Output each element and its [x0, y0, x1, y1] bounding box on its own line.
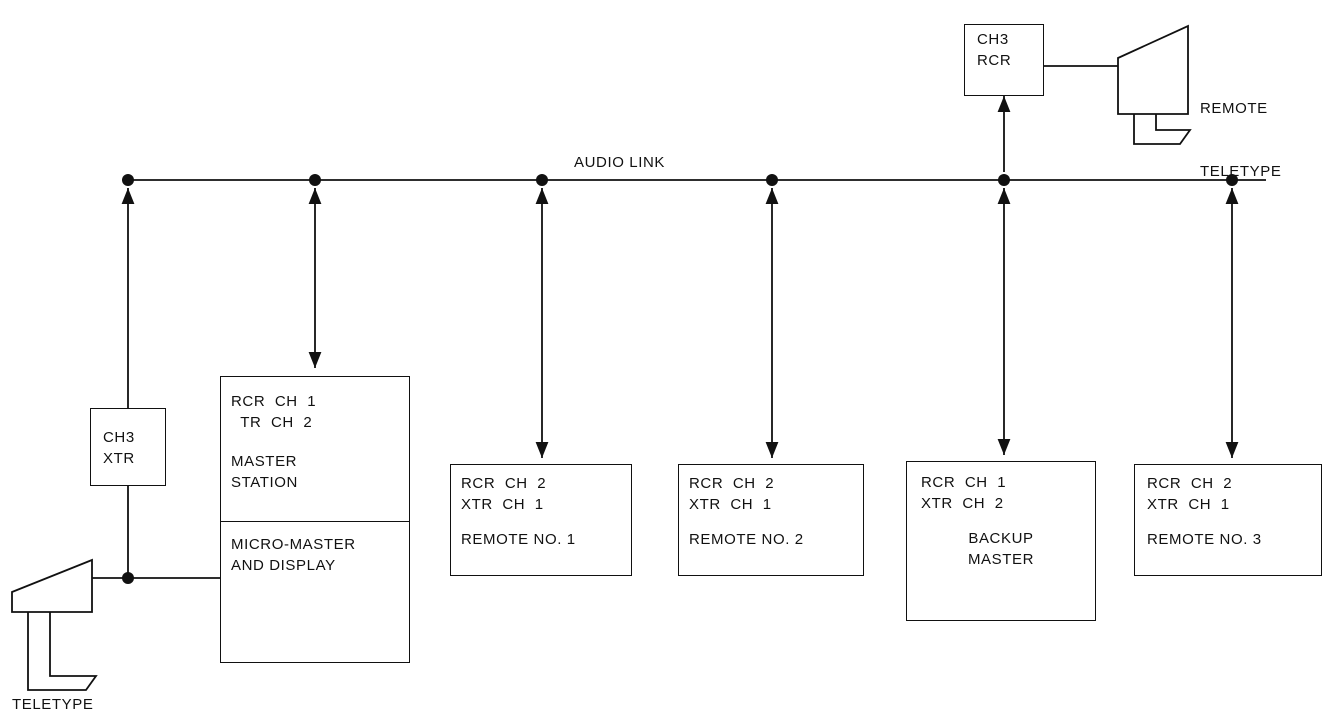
- remote-1-box: RCR CH 2 XTR CH 1 REMOTE NO. 1: [450, 464, 632, 576]
- backup-name2: MASTER: [921, 549, 1095, 570]
- junction-dot: [309, 174, 321, 186]
- audio-link-label: AUDIO LINK: [574, 152, 665, 173]
- remote-3-box: RCR CH 2 XTR CH 1 REMOTE NO. 3: [1134, 464, 1322, 576]
- remote-3-name: REMOTE NO. 3: [1147, 529, 1321, 550]
- backup-name1: BACKUP: [921, 528, 1095, 549]
- micro-master-line1: MICRO-MASTER: [231, 534, 409, 555]
- ch3-xtr-line2: XTR: [103, 448, 165, 469]
- backup-rcr: RCR CH 1: [921, 472, 1095, 493]
- backup-xtr: XTR CH 2: [921, 493, 1095, 514]
- remote-teletype-line2: TELETYPE: [1200, 161, 1282, 182]
- teletype-icon: [12, 560, 96, 690]
- master-station-box: RCR CH 1 TR CH 2 MASTER STATION: [220, 376, 410, 522]
- remote-2-box: RCR CH 2 XTR CH 1 REMOTE NO. 2: [678, 464, 864, 576]
- micro-master-line2: AND DISPLAY: [231, 555, 409, 576]
- remote-1-name: REMOTE NO. 1: [461, 529, 631, 550]
- master-rcr-line: RCR CH 1: [231, 391, 409, 412]
- remote-2-rcr: RCR CH 2: [689, 473, 863, 494]
- micro-master-box: MICRO-MASTER AND DISPLAY: [220, 521, 410, 663]
- master-station-name1: MASTER: [231, 451, 409, 472]
- master-tr-line: TR CH 2: [231, 412, 409, 433]
- remote-1-rcr: RCR CH 2: [461, 473, 631, 494]
- junction-dot: [122, 572, 134, 584]
- remote-2-name: REMOTE NO. 2: [689, 529, 863, 550]
- remote-teletype-icon: [1118, 26, 1190, 144]
- ch3-rcr-box: CH3 RCR: [964, 24, 1044, 96]
- backup-master-box: RCR CH 1 XTR CH 2 BACKUP MASTER: [906, 461, 1096, 621]
- remote-3-xtr: XTR CH 1: [1147, 494, 1321, 515]
- remote-2-xtr: XTR CH 1: [689, 494, 863, 515]
- junction-dot: [536, 174, 548, 186]
- remote-3-rcr: RCR CH 2: [1147, 473, 1321, 494]
- remote-teletype-line1: REMOTE: [1200, 98, 1282, 119]
- master-station-name2: STATION: [231, 472, 409, 493]
- junction-dot: [766, 174, 778, 186]
- junction-dot: [998, 174, 1010, 186]
- ch3-xtr-line1: CH3: [103, 427, 165, 448]
- ch3-rcr-line1: CH3: [977, 29, 1043, 50]
- ch3-rcr-line2: RCR: [977, 50, 1043, 71]
- junction-dot: [122, 174, 134, 186]
- remote-1-xtr: XTR CH 1: [461, 494, 631, 515]
- ch3-xtr-box: CH3 XTR: [90, 408, 166, 486]
- teletype-label: TELETYPE: [12, 694, 94, 715]
- remote-teletype-label: REMOTE TELETYPE: [1200, 56, 1282, 203]
